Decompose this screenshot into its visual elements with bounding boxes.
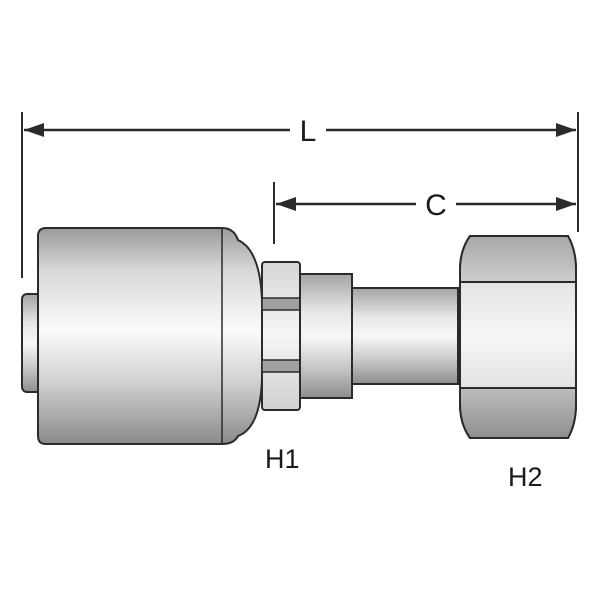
h1-hex-facet-top [261, 297, 301, 311]
h1-hex [261, 261, 301, 411]
nipple-collar [299, 273, 353, 399]
ferrule-body [37, 227, 263, 445]
dimension-label-c: C [425, 189, 447, 222]
dimension-label-l: L [300, 115, 317, 148]
h1-hex-facet-bottom [261, 359, 301, 373]
label-h2: H2 [508, 462, 543, 492]
arrowhead-c-right [556, 197, 576, 211]
dimension-c: C [273, 182, 576, 244]
arrowhead-l-left [24, 123, 44, 137]
h2-nut-facet-bottom [459, 387, 577, 439]
arrowhead-l-right [556, 123, 576, 137]
h2-nut-facet-top [459, 235, 577, 283]
label-h1: H1 [265, 444, 300, 474]
fitting-drawing [21, 227, 577, 445]
dimension-l: L [21, 112, 579, 278]
nipple-tube [351, 287, 459, 385]
arrowhead-c-left [276, 197, 296, 211]
